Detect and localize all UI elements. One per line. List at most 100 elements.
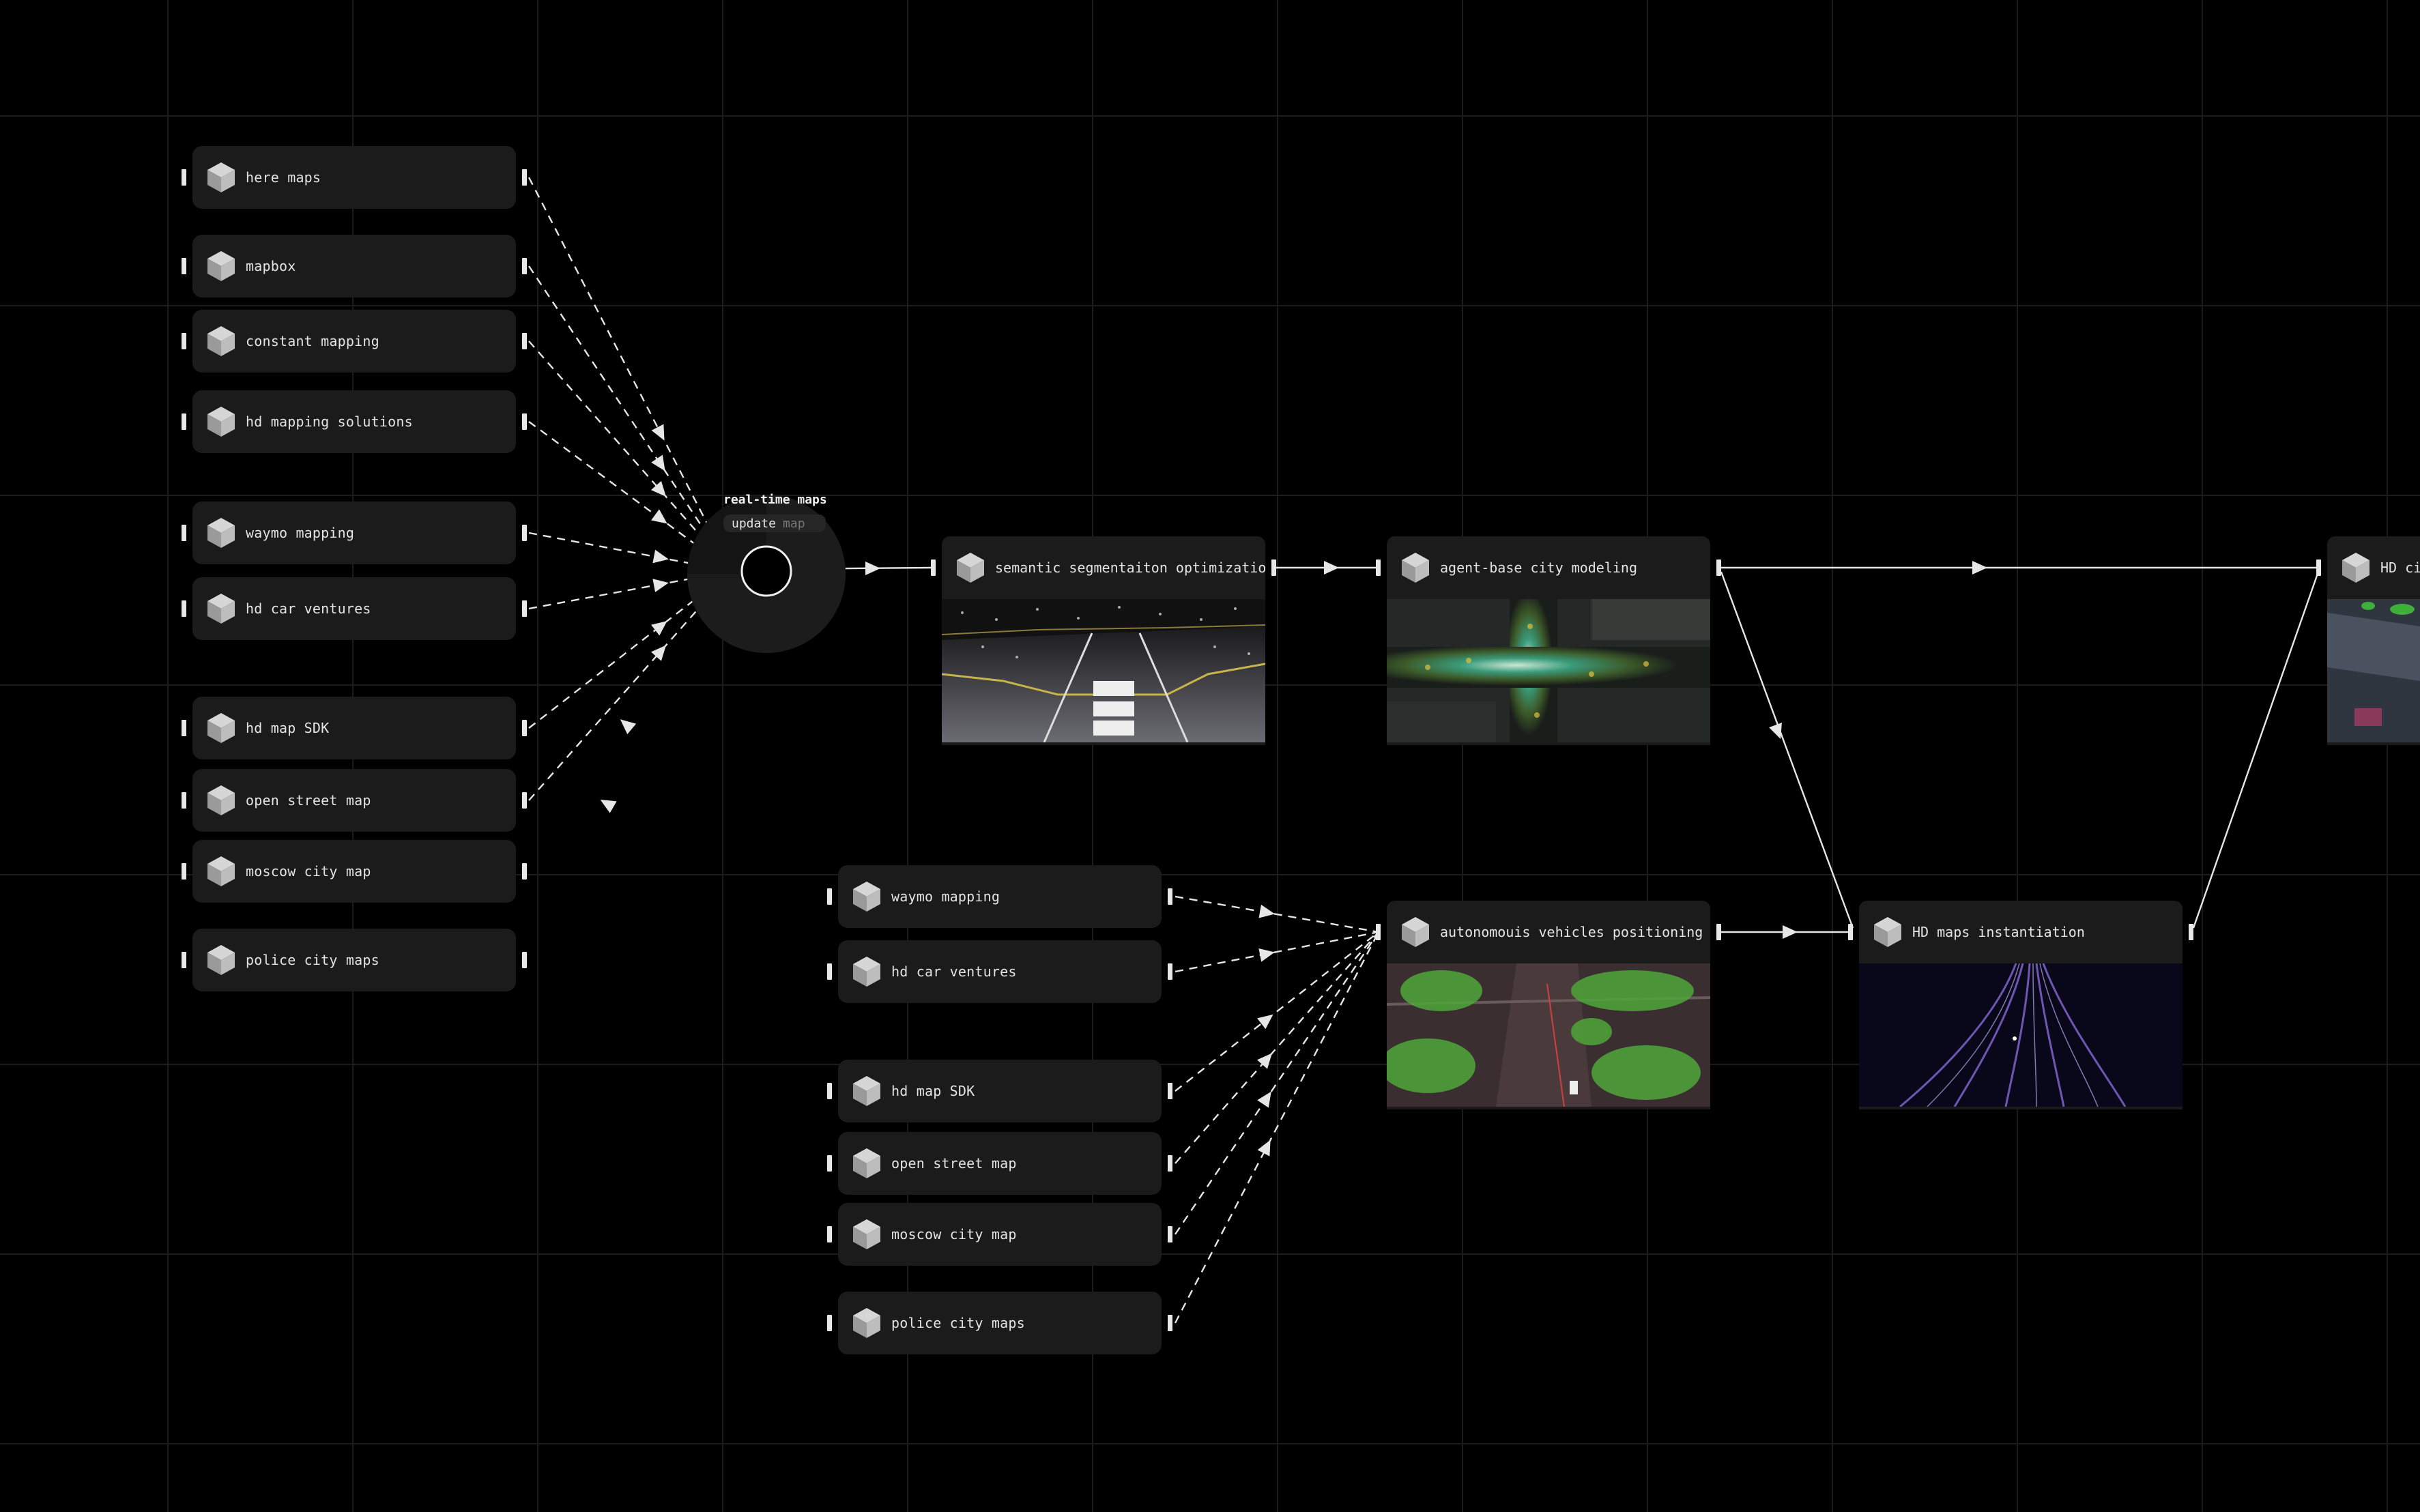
node-label: open street map — [246, 792, 371, 809]
node-label: open street map — [891, 1155, 1017, 1172]
lower-node-moscow-city-map[interactable]: moscow city map — [838, 1203, 1162, 1266]
card-agent-base-city-modeling[interactable]: agent-base city modeling — [1387, 536, 1710, 745]
hub-title: real-time maps — [723, 493, 827, 507]
card-label: HD cit — [2380, 559, 2420, 576]
hub-action: update — [732, 516, 777, 531]
cube-icon — [853, 1219, 880, 1249]
output-port[interactable] — [1168, 1226, 1172, 1242]
lidar-road-image — [942, 599, 1265, 742]
cube-icon — [207, 407, 235, 437]
node-label: waymo mapping — [891, 888, 1000, 905]
cube-icon — [207, 162, 235, 192]
lower-node-hd-map-sdk[interactable]: hd map SDK — [838, 1060, 1162, 1122]
input-port[interactable] — [827, 888, 832, 905]
source-node-hd-car-ventures[interactable]: hd car ventures — [192, 577, 516, 640]
output-port[interactable] — [522, 333, 527, 349]
output-port[interactable] — [522, 792, 527, 809]
source-node-hd-mapping-solutions[interactable]: hd mapping solutions — [192, 390, 516, 453]
output-port[interactable] — [522, 525, 527, 541]
output-port[interactable] — [522, 169, 527, 186]
city-heatmap-image — [1387, 599, 1710, 742]
output-port[interactable] — [522, 600, 527, 617]
node-label: hd mapping solutions — [246, 413, 413, 430]
card-autonomous-vehicles-positioning[interactable]: autonomouis vehicles positioning — [1387, 901, 1710, 1109]
input-port[interactable] — [182, 720, 186, 736]
output-port[interactable] — [1271, 559, 1276, 576]
input-port[interactable] — [827, 963, 832, 980]
input-port[interactable] — [827, 1226, 832, 1242]
output-port[interactable] — [1716, 924, 1721, 940]
output-port[interactable] — [2189, 924, 2193, 940]
output-port[interactable] — [1168, 1315, 1172, 1331]
hub-node[interactable] — [687, 494, 846, 654]
input-port[interactable] — [182, 863, 186, 879]
input-port[interactable] — [1376, 559, 1381, 576]
cube-icon — [207, 945, 235, 975]
lower-node-hd-car-ventures[interactable]: hd car ventures — [838, 940, 1162, 1003]
output-port[interactable] — [522, 413, 527, 430]
output-port[interactable] — [522, 258, 527, 274]
input-port[interactable] — [182, 792, 186, 809]
cube-icon — [207, 518, 235, 548]
cube-icon — [853, 1148, 880, 1178]
output-port[interactable] — [1168, 963, 1172, 980]
source-node-mapbox[interactable]: mapbox — [192, 235, 516, 297]
source-node-waymo-mapping[interactable]: waymo mapping — [192, 501, 516, 564]
hub-dial — [687, 495, 846, 653]
cube-icon — [853, 957, 880, 987]
card-hd-maps-instantiation[interactable]: HD maps instantiation — [1859, 901, 2183, 1109]
output-port[interactable] — [522, 863, 527, 879]
lower-node-police-city-maps[interactable]: police city maps — [838, 1292, 1162, 1354]
input-port[interactable] — [1848, 924, 1853, 940]
input-port[interactable] — [182, 258, 186, 274]
cube-icon — [1874, 917, 1901, 947]
source-node-constant-mapping[interactable]: constant mapping — [192, 310, 516, 373]
cube-icon — [207, 856, 235, 886]
cube-icon — [207, 251, 235, 281]
input-port[interactable] — [182, 525, 186, 541]
cube-icon — [1402, 553, 1429, 583]
card-semantic-segmentation[interactable]: semantic segmentaiton optimization — [942, 536, 1265, 745]
input-port[interactable] — [182, 413, 186, 430]
input-port[interactable] — [182, 600, 186, 617]
source-node-hd-map-sdk[interactable]: hd map SDK — [192, 697, 516, 759]
input-port[interactable] — [2316, 559, 2321, 576]
cube-icon — [853, 882, 880, 912]
output-port[interactable] — [522, 720, 527, 736]
lower-node-waymo-mapping[interactable]: waymo mapping — [838, 865, 1162, 928]
node-label: hd map SDK — [891, 1083, 975, 1099]
cube-icon — [957, 553, 984, 583]
cube-icon — [207, 713, 235, 743]
output-port[interactable] — [1168, 888, 1172, 905]
source-node-here-maps[interactable]: here maps — [192, 146, 516, 209]
output-port[interactable] — [1168, 1155, 1172, 1172]
card-hd-city[interactable]: HD cit — [2327, 536, 2420, 745]
cube-icon — [207, 326, 235, 356]
source-node-police-city-maps[interactable]: police city maps — [192, 929, 516, 991]
card-label: semantic segmentaiton optimization — [995, 559, 1265, 576]
cube-icon — [207, 785, 235, 815]
cube-icon — [207, 594, 235, 624]
input-port[interactable] — [1376, 924, 1381, 940]
node-label: mapbox — [246, 258, 296, 274]
input-port[interactable] — [182, 952, 186, 968]
hub-action-pill[interactable]: update map — [723, 514, 826, 532]
input-port[interactable] — [182, 169, 186, 186]
cube-icon — [1402, 917, 1429, 947]
city-aerial-image — [2327, 599, 2420, 742]
input-port[interactable] — [827, 1155, 832, 1172]
output-port[interactable] — [1716, 559, 1721, 576]
input-port[interactable] — [182, 333, 186, 349]
cube-icon — [2342, 553, 2369, 583]
input-port[interactable] — [827, 1083, 832, 1099]
input-port[interactable] — [827, 1315, 832, 1331]
output-port[interactable] — [1168, 1083, 1172, 1099]
lower-node-open-street-map[interactable]: open street map — [838, 1132, 1162, 1195]
output-port[interactable] — [522, 952, 527, 968]
source-node-moscow-city-map[interactable]: moscow city map — [192, 840, 516, 903]
node-label: moscow city map — [891, 1226, 1017, 1242]
source-node-open-street-map[interactable]: open street map — [192, 769, 516, 832]
light-trail-image — [1859, 963, 2183, 1107]
node-label: moscow city map — [246, 863, 371, 879]
input-port[interactable] — [931, 559, 936, 576]
